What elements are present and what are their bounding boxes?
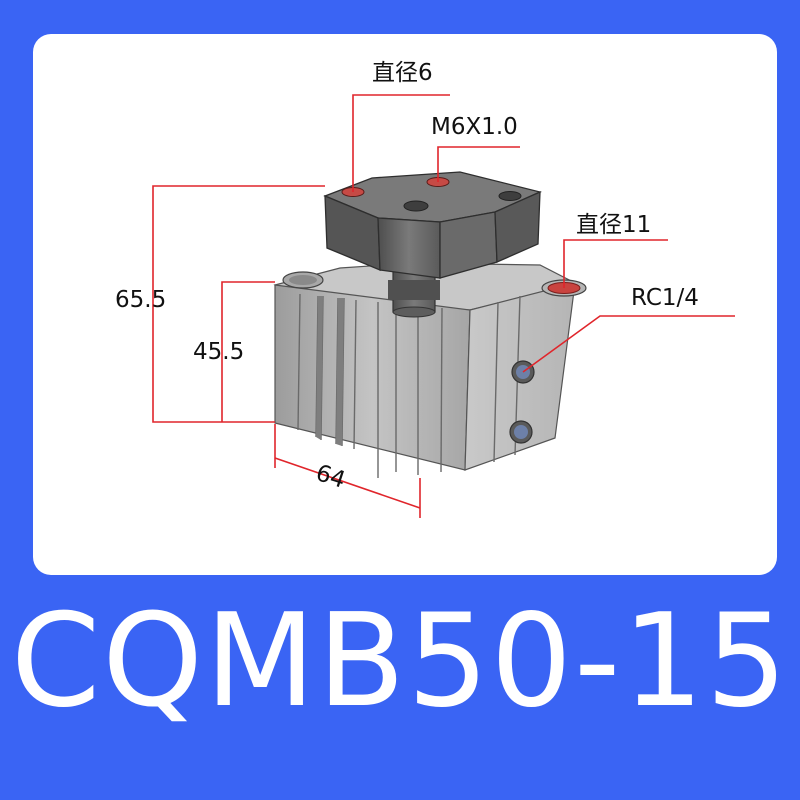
dimension-lines xyxy=(152,94,735,518)
leader-bore-top xyxy=(352,94,450,192)
dim-height-body xyxy=(221,281,275,422)
label-height-body: 45.5 xyxy=(193,339,245,365)
model-name: CQMB50-15 xyxy=(10,587,790,736)
cylinder-body xyxy=(273,262,587,478)
label-bore-side: 直径11 xyxy=(576,212,652,238)
dim-width xyxy=(274,457,421,509)
top-cap-plate xyxy=(323,171,542,279)
leader-port xyxy=(522,315,735,373)
label-port: RC1/4 xyxy=(631,285,699,311)
label-thread: M6X1.0 xyxy=(431,114,518,140)
label-bore-top: 直径6 xyxy=(372,60,433,86)
dim-height-total xyxy=(152,185,325,423)
label-height-total: 65.5 xyxy=(115,287,167,313)
leader-bore-side xyxy=(563,239,668,288)
leader-thread xyxy=(437,146,520,182)
